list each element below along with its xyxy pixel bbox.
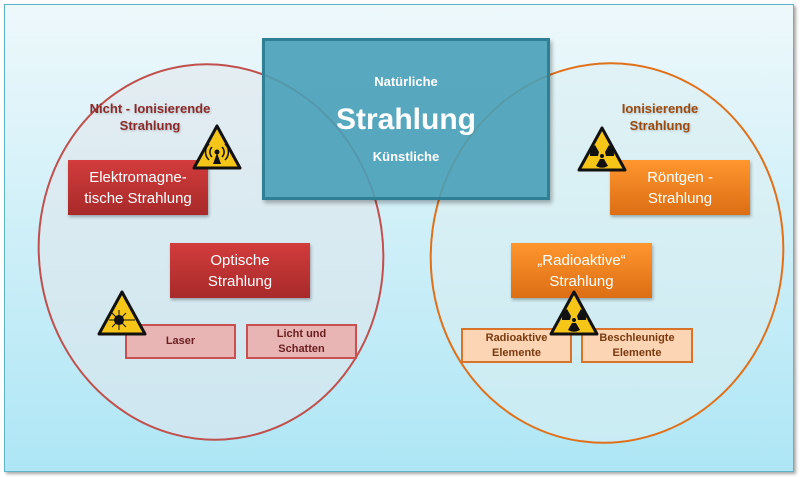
electromagnetic-box: Elektromagne-tische Strahlung (68, 160, 208, 215)
laser-box: Laser (125, 324, 236, 359)
box-line: Optische (210, 251, 270, 269)
box-line: Beschleunigte (599, 331, 675, 344)
radiation-warning-icon (577, 126, 627, 172)
box-line: Elemente (492, 346, 541, 359)
box-line: Elemente (612, 346, 662, 359)
box-line: Licht und (276, 327, 327, 340)
center-box: Natürliche Strahlung Künstliche (262, 38, 550, 200)
heading-line: Nicht - Ionisierende (89, 101, 211, 116)
radio-wave-warning-icon (192, 124, 242, 170)
box-line: tische Strahlung (84, 189, 192, 207)
box-line: Schatten (278, 342, 325, 355)
non-ionizing-heading: Nicht - Ionisierende Strahlung (70, 100, 230, 134)
ionizing-heading: Ionisierende Strahlung (590, 100, 730, 134)
laser-warning-icon (97, 290, 147, 336)
box-line: Röntgen - (647, 168, 713, 186)
box-line: Strahlung (647, 189, 713, 207)
box-line: Strahlung (207, 272, 273, 290)
natural-label: Natürliche (374, 74, 438, 89)
box-line: „Radioaktive“ (537, 251, 626, 269)
heading-line: Ionisierende (621, 101, 699, 116)
radioactive-box: „Radioaktive“ Strahlung (511, 243, 652, 298)
radiation-warning-icon (549, 290, 599, 336)
xray-box: Röntgen - Strahlung (610, 160, 750, 215)
artificial-label: Künstliche (372, 149, 440, 164)
box-line: Radioaktive (485, 331, 548, 344)
heading-line: Strahlung (629, 118, 691, 133)
box-line: Laser (165, 335, 196, 347)
center-title: Strahlung (336, 103, 476, 136)
heading-line: Strahlung (119, 118, 181, 133)
box-line: Strahlung (549, 272, 614, 290)
box-line: Elektromagne- (89, 168, 187, 186)
